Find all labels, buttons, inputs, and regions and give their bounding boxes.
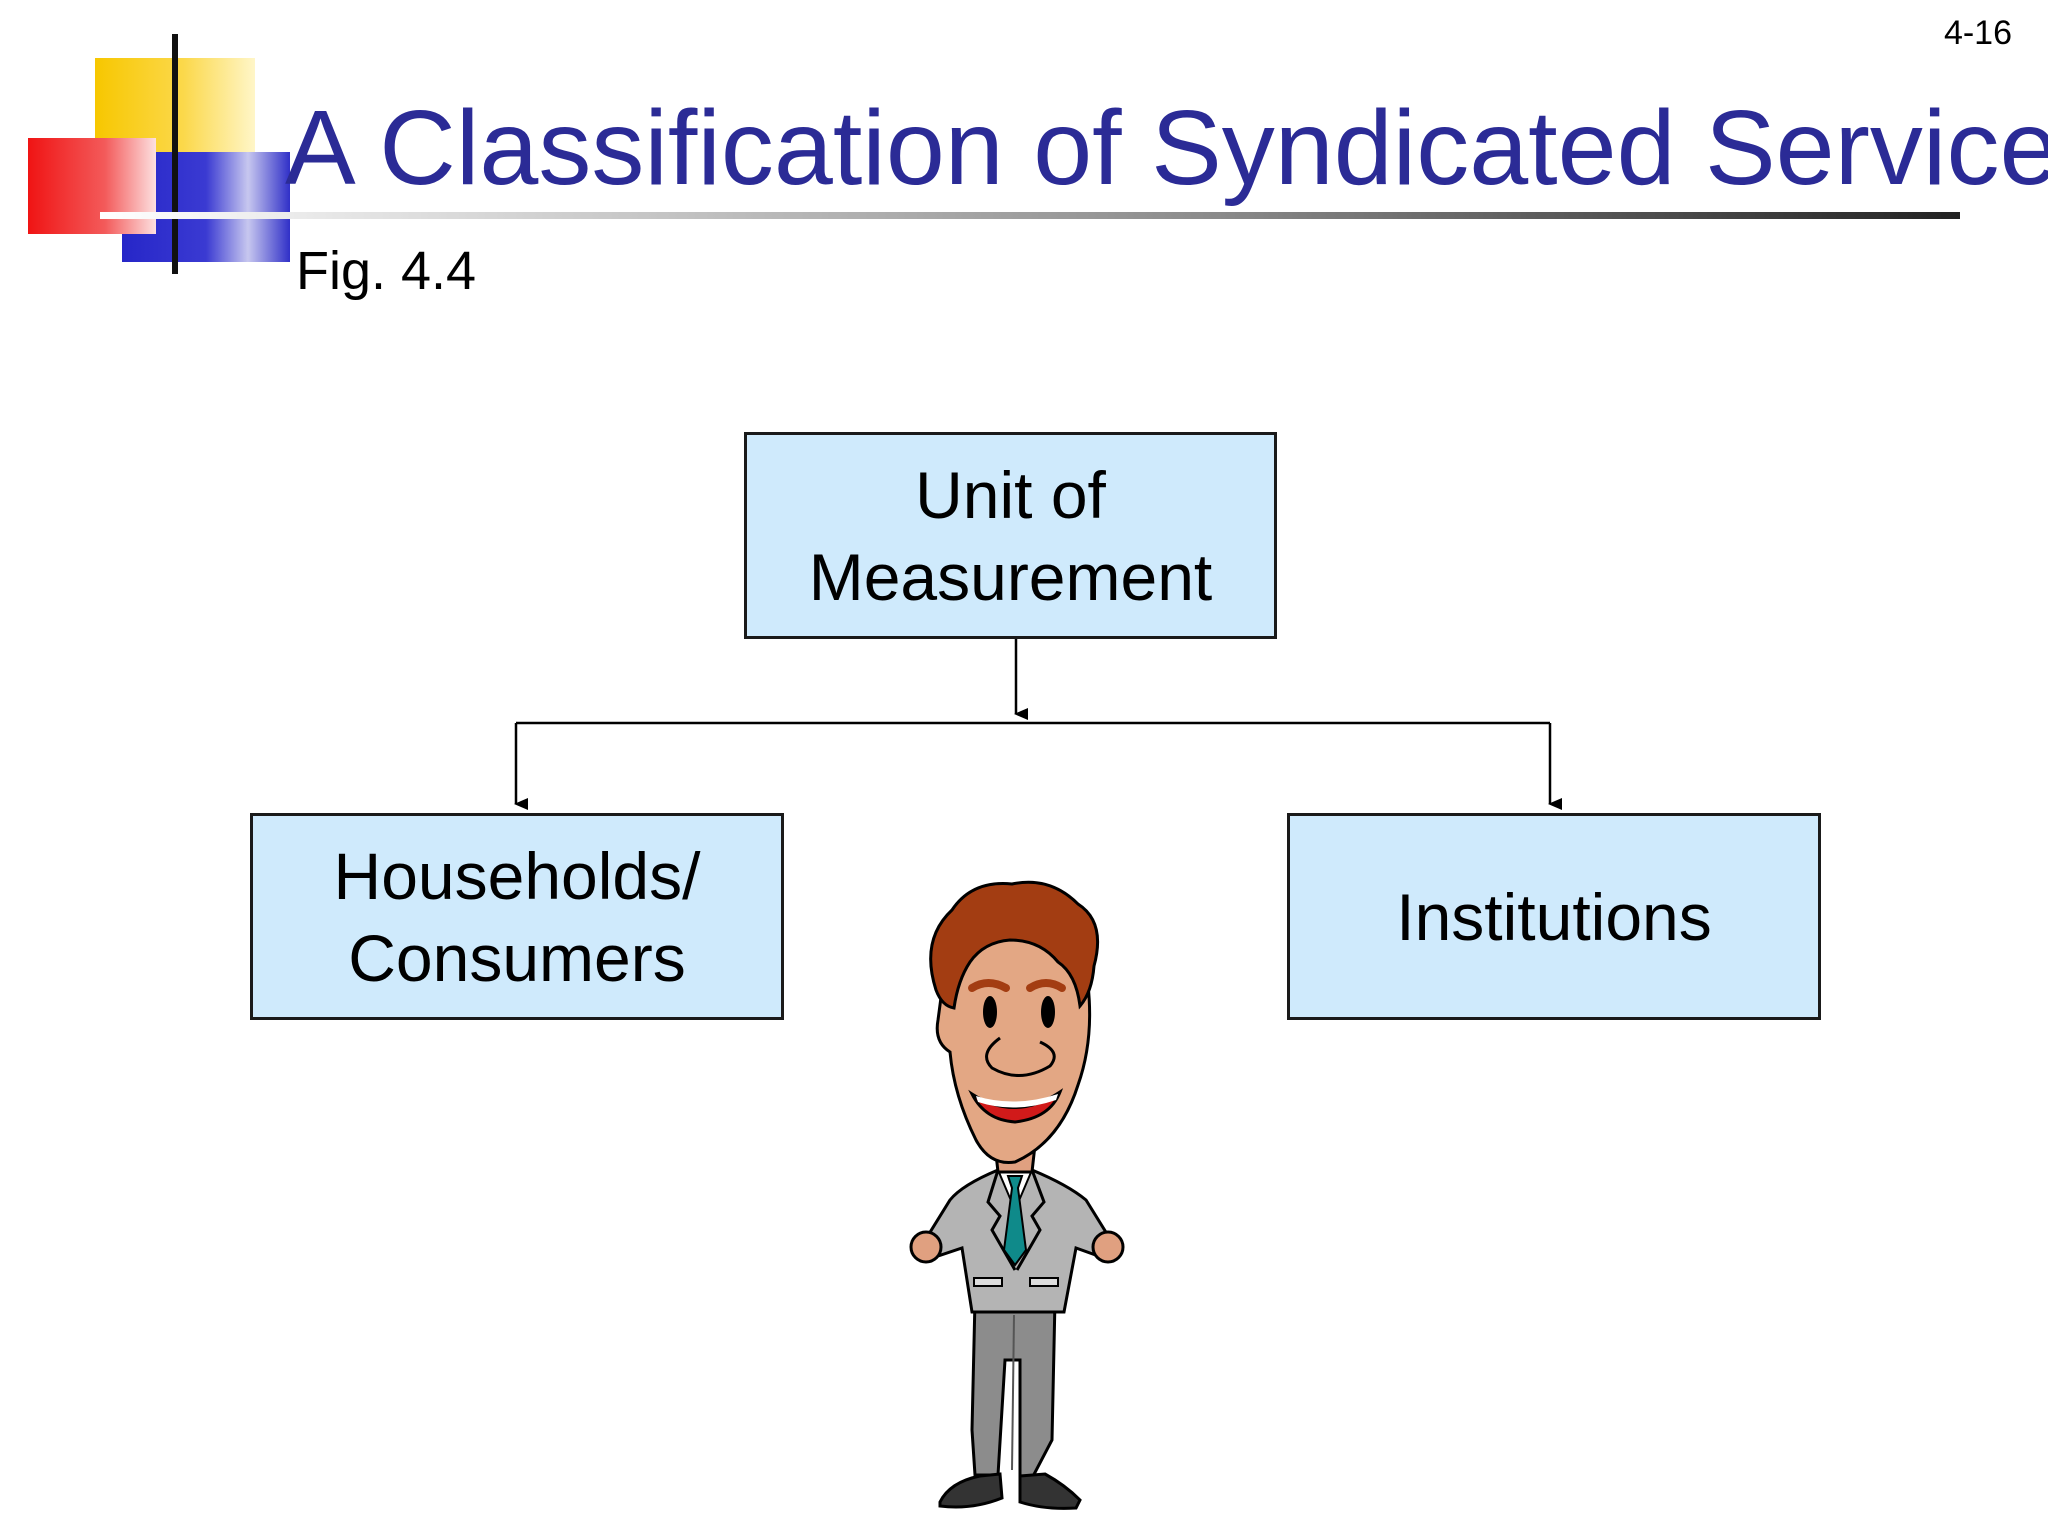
title-divider [100,212,1960,219]
slide-number: 4-16 [1943,14,2012,52]
slide-title: A Classification of Syndicated Services [285,89,2048,207]
overlapping-squares-logo [28,34,290,274]
node-institutions: Institutions [1287,813,1821,1020]
node-label: Institutions [1396,879,1712,954]
businessman-clipart [909,880,1125,1510]
node-unit-of-measurement: Unit of Measurement [744,432,1277,639]
node-label: Households/ Consumers [333,838,701,995]
node-label: Unit of Measurement [808,457,1213,614]
figure-label: Fig. 4.4 [296,241,477,301]
node-households-consumers: Households/ Consumers [250,813,784,1020]
